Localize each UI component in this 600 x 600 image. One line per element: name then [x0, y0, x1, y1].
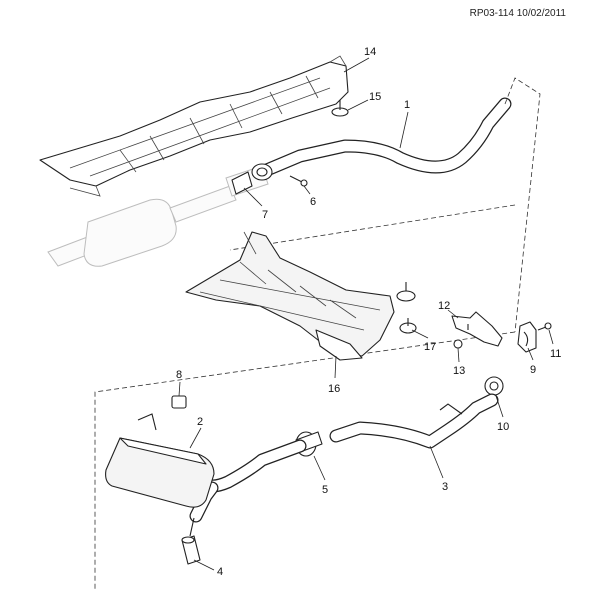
- bracket-12: [451, 311, 503, 347]
- dashed-connection-lower: [94, 331, 516, 590]
- insulator-10: [484, 376, 504, 396]
- callout-17: 17: [424, 341, 436, 353]
- callout-9: 9: [530, 364, 536, 376]
- clamp-bracket-9: [517, 321, 537, 353]
- ghost-catalytic-converter: [47, 165, 269, 267]
- callout-2: 2: [197, 416, 203, 428]
- tail-pipe: [329, 393, 499, 449]
- hanger-insulator-8: [171, 395, 187, 409]
- intermediate-pipe: [255, 97, 512, 179]
- callout-6: 6: [310, 196, 316, 208]
- dashed-connection-upper: [229, 77, 541, 333]
- heat-shield: [39, 55, 349, 197]
- leader-lines: [178, 57, 554, 571]
- crossmember: [185, 231, 395, 361]
- flange-gasket: [231, 163, 273, 195]
- callout-11: 11: [550, 348, 561, 360]
- exhaust-tip: [181, 517, 201, 565]
- hanger-insulator-17: [396, 282, 417, 334]
- diagram-reference: RP03-114 10/02/2011: [469, 8, 566, 19]
- nut-13: [453, 339, 463, 349]
- callout-15: 15: [369, 91, 381, 103]
- callout-7: 7: [262, 209, 268, 221]
- callout-13: 13: [453, 365, 465, 377]
- muffler: [105, 413, 307, 523]
- callout-3: 3: [442, 481, 448, 493]
- bolt-6: [289, 175, 308, 187]
- callout-4: 4: [217, 566, 223, 578]
- callout-8: 8: [176, 369, 182, 381]
- callout-5: 5: [322, 484, 328, 496]
- nut-15: [331, 100, 349, 117]
- callout-10: 10: [497, 421, 509, 433]
- bolt-11: [537, 322, 552, 331]
- callout-14: 14: [364, 46, 376, 58]
- callout-1: 1: [404, 99, 410, 111]
- callout-12: 12: [438, 300, 450, 312]
- callout-16: 16: [328, 383, 340, 395]
